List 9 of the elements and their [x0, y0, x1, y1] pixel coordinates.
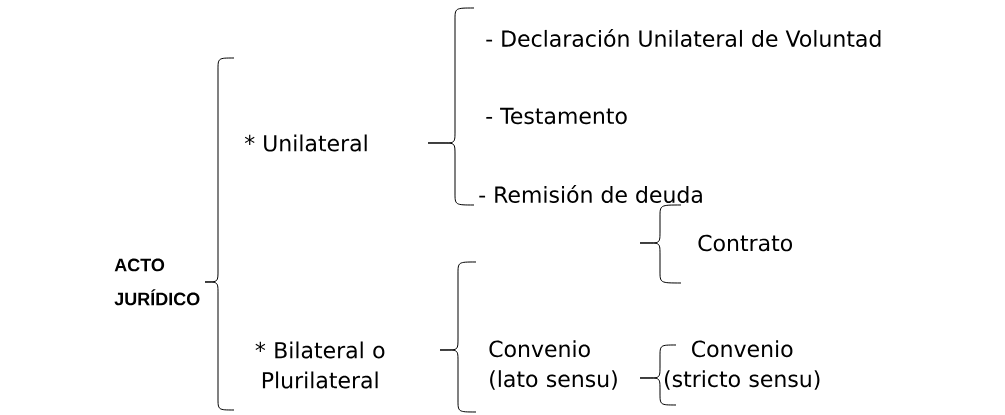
- category-label: - Remisión de deuda: [479, 185, 702, 203]
- category-label: - Testamento: [486, 107, 627, 125]
- category-label: * Unilateral: [244, 134, 367, 152]
- category-label: Convenio (stricto sensu): [664, 340, 820, 390]
- title-label: ACTO JURÍDICO: [114, 258, 200, 306]
- category-label: * Bilateral o Plurilateral: [255, 341, 385, 389]
- category-label: - Declaración Unilateral de Voluntad: [486, 29, 881, 47]
- category-label: Convenio (lato sensu): [489, 340, 617, 390]
- category-label: Contrato: [698, 234, 792, 252]
